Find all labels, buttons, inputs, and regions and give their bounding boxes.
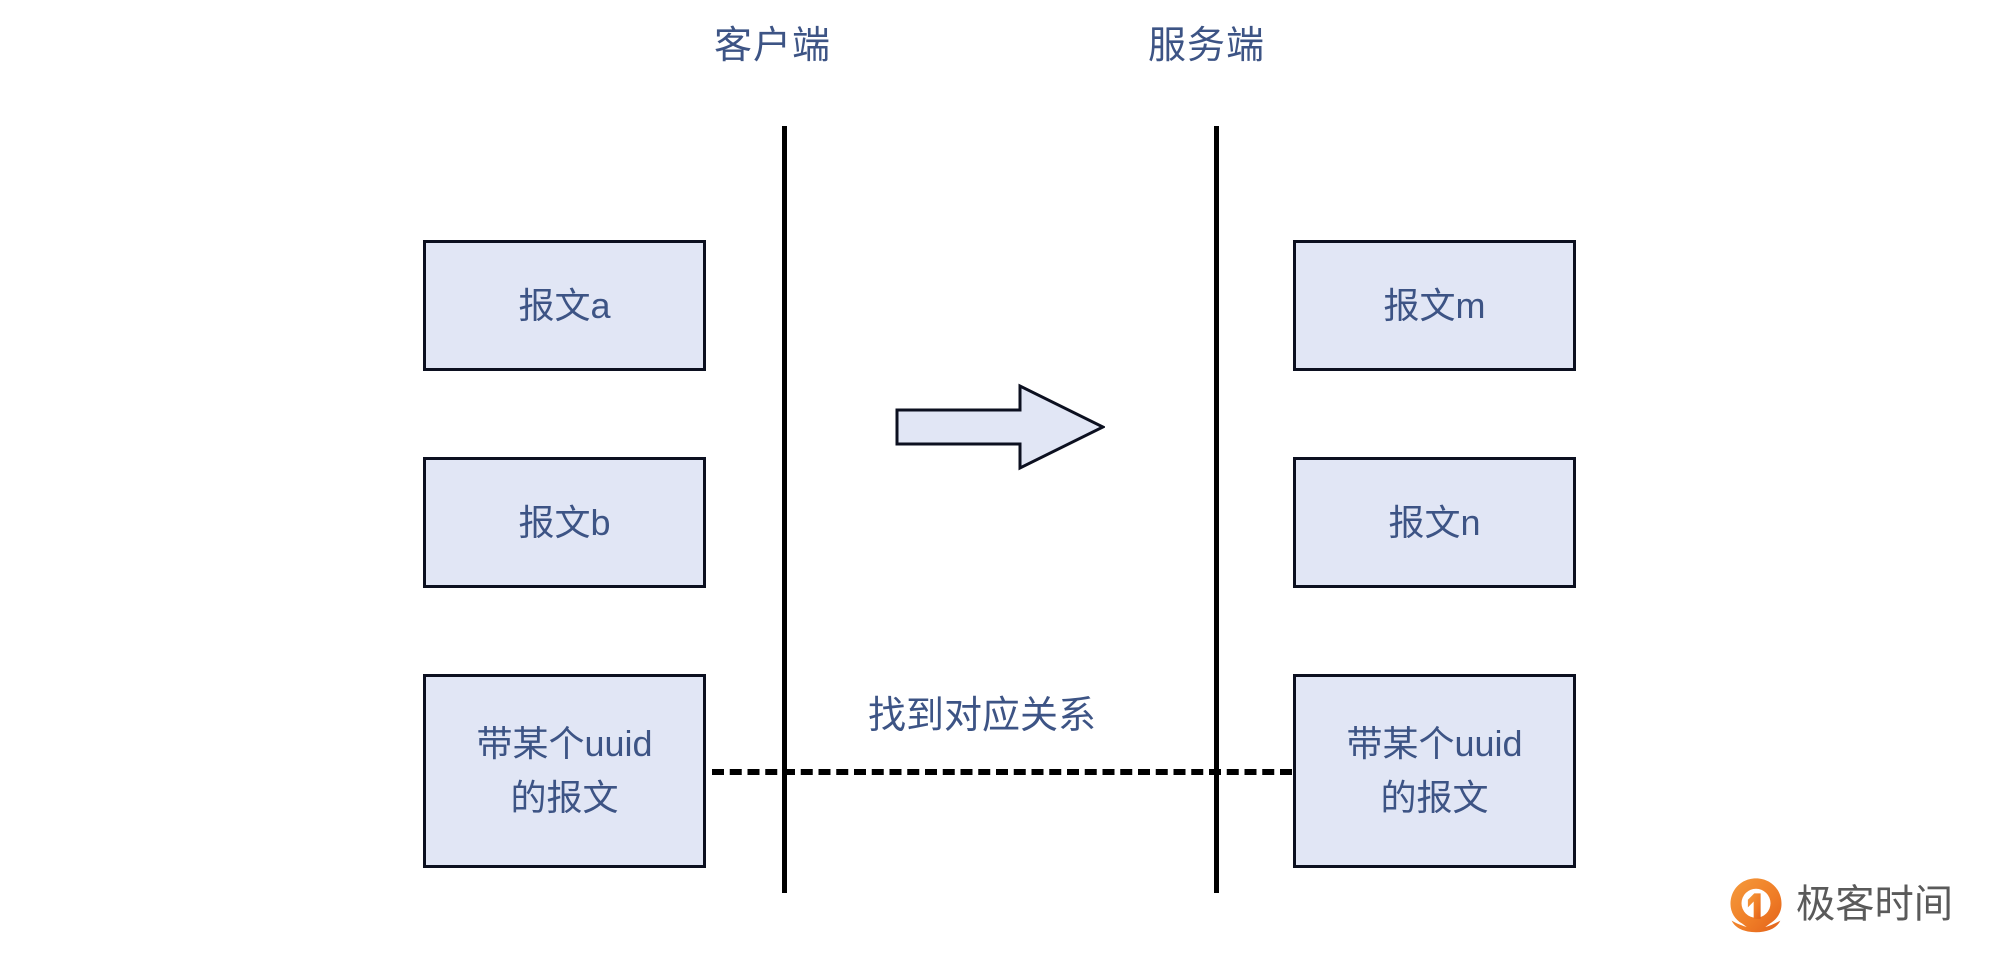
brand-logo: 极客时间 — [1727, 876, 1985, 934]
server-boundary-line — [1214, 126, 1219, 893]
server-message-label-n: 报文n — [1388, 501, 1481, 543]
client-message-label-b: 报文b — [518, 501, 611, 543]
server-message-box-m: 报文m — [1293, 240, 1576, 371]
server-column-title: 服务端 — [1148, 25, 1266, 67]
client-column-title: 客户端 — [714, 25, 832, 67]
client-boundary-line — [782, 126, 787, 893]
server-uuid-label-stack: 带某个uuid 的报文 — [1346, 717, 1522, 825]
server-message-label-m: 报文m — [1383, 284, 1486, 326]
client-message-box-uuid: 带某个uuid 的报文 — [423, 674, 706, 868]
server-uuid-label-line1: 带某个uuid — [1346, 723, 1523, 764]
brand-wordmark: 极客时间 — [1796, 883, 1953, 927]
server-message-box-n: 报文n — [1293, 457, 1576, 588]
client-uuid-label-line1: 带某个uuid — [476, 723, 653, 764]
client-message-box-b: 报文b — [423, 457, 706, 588]
right-arrow-icon — [895, 383, 1105, 471]
server-uuid-label-line2: 的报文 — [1380, 777, 1489, 818]
correspondence-dashed-line — [712, 769, 1292, 775]
geektime-logo-icon — [1730, 878, 1782, 933]
client-uuid-label-stack: 带某个uuid 的报文 — [476, 717, 652, 825]
server-message-box-uuid: 带某个uuid 的报文 — [1293, 674, 1576, 868]
brand-name-text: 极客时间 — [1796, 883, 1953, 927]
client-uuid-label-line2: 的报文 — [510, 777, 619, 818]
correspondence-label: 找到对应关系 — [868, 695, 1097, 737]
client-message-box-a: 报文a — [423, 240, 706, 371]
client-message-label-a: 报文a — [518, 284, 611, 326]
